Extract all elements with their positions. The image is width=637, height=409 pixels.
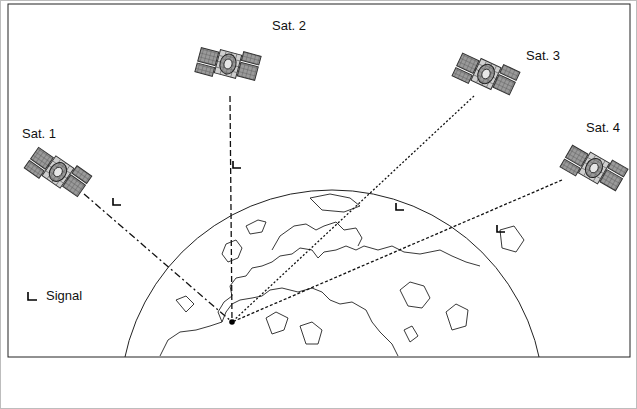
satellite-icon (195, 41, 261, 87)
satellite-icon (560, 139, 628, 197)
earth-outline (120, 190, 544, 357)
satellite-label: Sat. 1 (22, 124, 60, 142)
receiver-point (229, 319, 235, 325)
coastlines (160, 194, 524, 356)
satellite-label: Sat. 4 (586, 118, 624, 136)
signal-symbol (26, 290, 38, 302)
satellite-label: Sat. 3 (526, 46, 564, 64)
satellite-name: Sat. 2 (272, 18, 306, 34)
signal-mark (396, 203, 404, 210)
satellite-name: Sat. 1 (22, 126, 56, 142)
legend-entry: Signal (26, 288, 82, 304)
legend-text: Signal (46, 288, 82, 304)
signal-paths (84, 96, 562, 322)
satellite-icon (452, 47, 520, 101)
signal-mark (233, 161, 241, 168)
satellite-label: Sat. 2 (272, 16, 310, 34)
signal-mark (497, 225, 505, 232)
satellite-name: Sat. 4 (586, 120, 620, 136)
satellite-name: Sat. 3 (526, 48, 560, 64)
satellite-icon (24, 142, 92, 203)
signal-mark (113, 198, 121, 205)
